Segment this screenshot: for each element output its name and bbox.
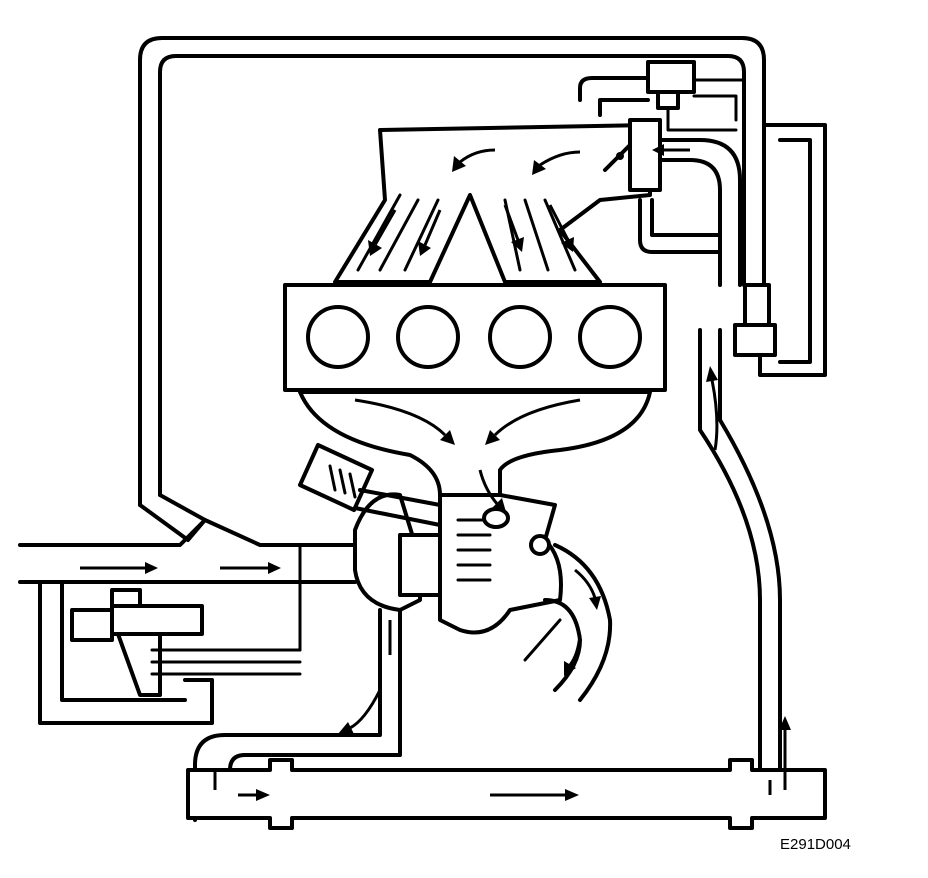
figure-code-label: E291D004	[780, 836, 851, 853]
intake-duct	[18, 518, 357, 725]
cylinder-1	[306, 305, 370, 369]
engine-block	[283, 283, 667, 392]
exhaust-manifold	[298, 390, 652, 497]
charge-pipe	[638, 138, 742, 287]
turbocharger	[298, 443, 563, 635]
cylinder-2	[396, 305, 460, 369]
air-flow-meter	[70, 543, 302, 697]
bypass-valve	[578, 60, 746, 132]
cylinder-3	[488, 305, 552, 369]
recirc-valve	[733, 123, 827, 377]
cylinder-4	[578, 305, 642, 369]
throttle-body	[603, 118, 662, 192]
flow-arrows	[80, 144, 791, 801]
